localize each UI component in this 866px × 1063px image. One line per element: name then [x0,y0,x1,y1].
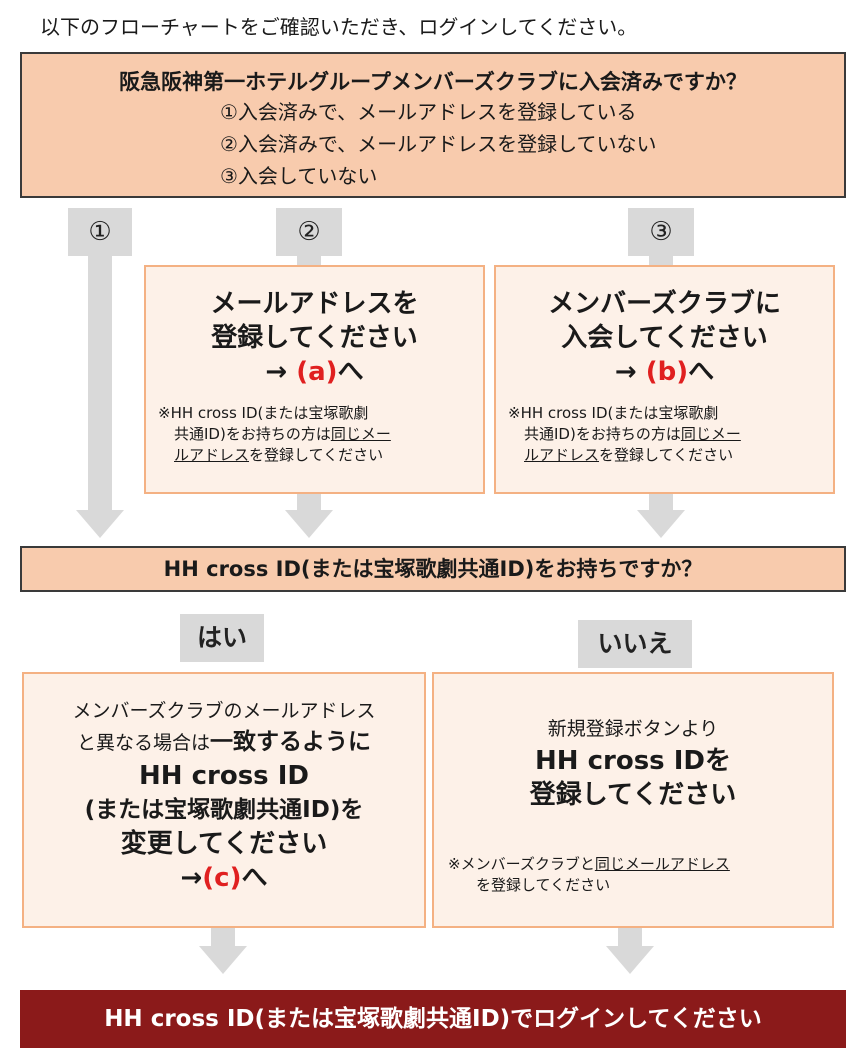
no-connector [618,928,642,948]
branch-1-arrow [76,510,124,538]
option-registered-email: ①入会済みで、メールアドレスを登録している [220,100,637,124]
register-email-ref-a: (a) [296,357,338,387]
no-line3: 登録してください [529,780,737,810]
branch-1-connector [88,256,112,512]
register-email-to: へ [337,357,364,387]
join-club-note-5: を登録してください [599,446,734,464]
branch-3-connector-top [649,256,673,266]
branch-3-arrow [637,510,685,538]
box-no-register-id: 新規登録ボタンより HH cross IDを 登録してください ※メンバーズクラ… [432,672,834,928]
yes-arrow-down [199,946,247,974]
box-yes-change-id: メンバーズクラブのメールアドレス と異なる場合は一致するように HH cross… [22,672,426,928]
no-arrow-down [606,946,654,974]
answer-no-label: いいえ [578,620,692,668]
question-membership: 阪急阪神第一ホテルグループメンバーズクラブに入会済みですか？ ①入会済みで、メー… [20,52,846,198]
yes-to: へ [241,863,268,893]
no-line1: 新規登録ボタンより [547,718,719,740]
join-club-note-2: 共通ID)をお持ちの方は [524,425,681,443]
join-club-note-4: ルアドレス [524,446,600,464]
branch-2-connector-bottom [297,493,321,511]
join-club-note-1: ※HH cross ID(または宝塚歌劇 [508,404,719,422]
no-note-1: ※メンバーズクラブと [448,855,595,873]
yes-line4: (または宝塚歌劇共通ID)を [84,797,364,823]
no-note-3: を登録してください [476,876,611,894]
register-email-note-3: 同じメー [330,425,391,443]
yes-connector [211,928,235,948]
register-email-line1: メールアドレスを [210,289,419,319]
no-note-2: 同じメールアドレス [594,855,730,873]
branch-2-connector-top [297,256,321,266]
option-no-email: ②入会済みで、メールアドレスを登録していない [220,132,657,156]
branch-1-label: ① [68,208,132,256]
yes-line1: メンバーズクラブのメールアドレス [72,700,376,722]
register-email-arrow: → [265,357,297,387]
final-login-banner: HH cross ID(または宝塚歌劇共通ID)でログインしてください [20,990,846,1048]
join-club-to: へ [688,357,715,387]
join-club-line1: メンバーズクラブに [548,289,781,319]
question-membership-title: 阪急阪神第一ホテルグループメンバーズクラブに入会済みですか？ [119,70,747,94]
yes-arrow: → [180,863,203,893]
join-club-arrow: → [614,357,646,387]
register-email-note-4: ルアドレス [174,446,250,464]
register-email-note-2: 共通ID)をお持ちの方は [174,425,331,443]
yes-line2a: と異なる場合は [76,732,210,754]
answer-yes-label: はい [180,614,264,662]
intro-text: 以下のフローチャートをご確認いただき、ログインしてください。 [40,15,638,39]
branch-2-arrow [285,510,333,538]
yes-line2b: 一致するように [210,729,371,755]
branch-2-label: ② [276,208,342,256]
no-line2: HH cross IDを [535,746,731,776]
join-club-ref-b: (b) [645,357,689,387]
register-email-line2: 登録してください [211,323,418,353]
yes-line5: 変更してください [120,829,328,859]
yes-line3: HH cross ID [139,761,309,791]
yes-ref-c: (c) [202,863,242,893]
question-hh-cross-id: HH cross ID(または宝塚歌劇共通ID)をお持ちですか？ [20,546,846,592]
branch-3-connector-bottom [649,493,673,511]
box-register-email: メールアドレスを 登録してください → (a)へ ※HH cross ID(また… [144,265,485,494]
register-email-note-5: を登録してください [249,446,384,464]
option-not-member: ③入会していない [220,164,378,188]
join-club-line2: 入会してください [561,323,768,353]
branch-3-label: ③ [628,208,694,256]
register-email-note-1: ※HH cross ID(または宝塚歌劇 [158,404,369,422]
join-club-note-3: 同じメー [680,425,741,443]
box-join-club: メンバーズクラブに 入会してください → (b)へ ※HH cross ID(ま… [494,265,835,494]
